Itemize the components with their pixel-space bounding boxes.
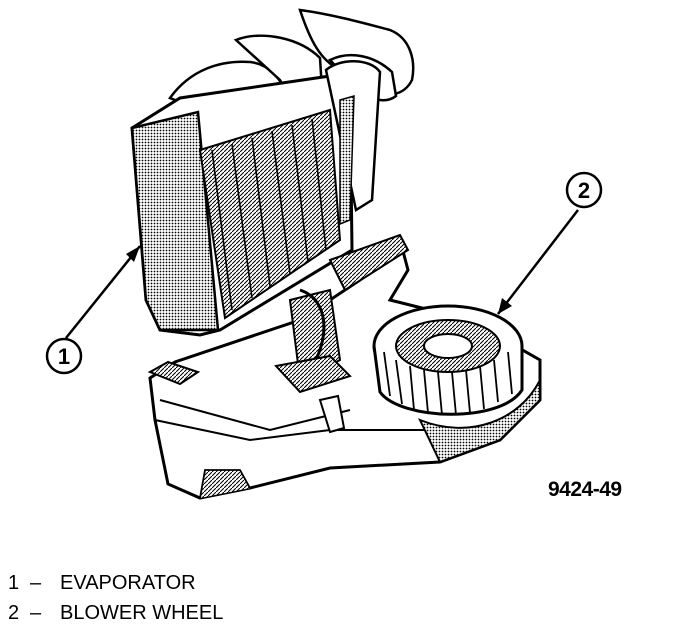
housing	[147, 233, 542, 500]
callout-2: 2	[497, 171, 603, 315]
legend-label: EVAPORATOR	[60, 572, 196, 594]
evaporator-core	[130, 60, 382, 337]
legend-item-evaporator: 1–EVAPORATOR	[8, 568, 223, 598]
legend-number: 1	[8, 572, 20, 594]
legend-item-blower-wheel: 2–BLOWER WHEEL	[8, 598, 223, 628]
callout-2-number: 2	[578, 178, 590, 203]
legend-dash: –	[30, 602, 42, 624]
blower-wheel	[372, 304, 524, 416]
callout-1-number: 1	[58, 344, 70, 369]
figure-id: 9424-49	[548, 478, 622, 501]
evaporator-blower-illustration: 1 2	[45, 8, 603, 500]
legend-label: BLOWER WHEEL	[60, 602, 224, 624]
legend: 1–EVAPORATOR 2–BLOWER WHEEL	[8, 568, 223, 628]
legend-number: 2	[8, 602, 20, 624]
legend-dash: –	[30, 572, 42, 594]
callout-1: 1	[45, 245, 141, 375]
